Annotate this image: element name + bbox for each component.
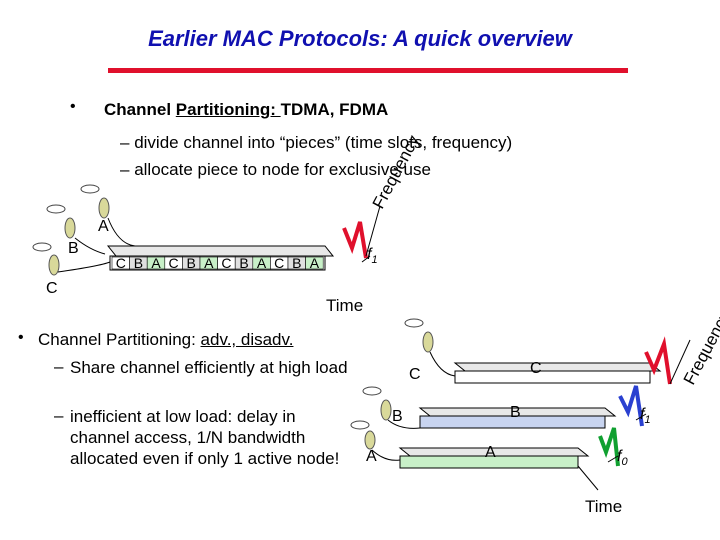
fdma-tick-f0 xyxy=(607,455,619,463)
frequency-axis xyxy=(365,205,381,257)
adv-dash-1: – xyxy=(54,357,64,376)
freq-label-f1-fdma: f1 xyxy=(640,406,651,427)
band-c xyxy=(454,370,651,384)
band-b-top xyxy=(418,407,617,417)
fdma-link-c xyxy=(429,351,456,377)
sub-point-2: – allocate piece to node for exclusive u… xyxy=(120,160,431,179)
time-slot-label: B xyxy=(239,255,248,271)
fdma-time-axis xyxy=(577,465,599,491)
time-slot-label: B xyxy=(187,255,196,271)
bullet-dot: • xyxy=(70,98,76,115)
band-c-top xyxy=(453,362,662,372)
fdma-freq-bracket-green xyxy=(598,427,620,467)
freq-tick xyxy=(361,255,371,263)
node-label-c: C xyxy=(46,280,58,297)
fdma-frequency-axis xyxy=(669,339,691,385)
phone-icon-fdma-a xyxy=(350,420,376,450)
node-label-a: A xyxy=(98,218,109,235)
freq-label-f1: f1 xyxy=(367,246,378,267)
phone-icon-a xyxy=(80,184,110,219)
fdma-link-b xyxy=(387,419,421,429)
fdma-node-label-c: C xyxy=(409,366,421,383)
band-label-a: A xyxy=(485,444,496,461)
band-a xyxy=(399,455,579,469)
phone-icon-fdma-c xyxy=(404,318,434,353)
band-label-b: B xyxy=(510,404,521,421)
frequency-axis-label-2: Frequency xyxy=(680,308,720,388)
advantage-point: Share channel efficiently at high load xyxy=(70,358,348,377)
disadvantage-point: inefficient at low load: delay in channe… xyxy=(70,407,340,468)
bullet-channel-partitioning: Channel Partitioning: TDMA, FDMA xyxy=(104,100,388,120)
title-underline xyxy=(108,68,628,73)
band-b xyxy=(419,415,606,429)
time-slot-label: A xyxy=(204,255,214,271)
fdma-node-label-a: A xyxy=(366,448,377,465)
time-slot-label: A xyxy=(257,255,267,271)
phone-icon-fdma-b xyxy=(362,386,392,421)
time-slot-label: C xyxy=(169,255,179,271)
time-slot-label: C xyxy=(221,255,231,271)
bullet-suffix: TDMA, FDMA xyxy=(280,100,389,119)
time-slot-label: B xyxy=(292,255,301,271)
node-label-b: B xyxy=(68,240,79,257)
fdma-node-label-b: B xyxy=(392,408,403,425)
frequency-bracket xyxy=(342,221,368,259)
link-b xyxy=(74,237,106,255)
time-slot-label: A xyxy=(151,255,161,271)
slot-band-top xyxy=(106,245,335,257)
bullet-adv-disadv: Channel Partitioning: adv., disadv. xyxy=(38,330,294,349)
bullet-dot-2: • xyxy=(18,329,24,346)
time-slot-label: A xyxy=(310,255,320,271)
band-a-top xyxy=(398,447,590,457)
band-label-c: C xyxy=(530,360,542,377)
fdma-freq-bracket-blue xyxy=(618,385,644,427)
fdma-link-a xyxy=(371,449,401,461)
time-slot-label: C xyxy=(274,255,284,271)
fdma-freq-bracket-red xyxy=(644,336,672,385)
bullet-underlined: Partitioning: xyxy=(175,100,281,119)
freq-label-f0-fdma: f0 xyxy=(617,448,628,469)
sub-point-1: – divide channel into “pieces” (time slo… xyxy=(120,133,513,152)
time-axis-label-2: Time xyxy=(585,497,623,516)
phone-icon-b xyxy=(46,204,76,239)
slide-title: Earlier MAC Protocols: A quick overview xyxy=(148,26,572,51)
link-c xyxy=(57,261,111,273)
phone-icon-c xyxy=(32,242,60,276)
fdma-tick-f1 xyxy=(635,413,647,421)
link-a xyxy=(107,217,136,247)
time-axis-label-1: Time xyxy=(326,296,364,315)
bullet-prefix: Channel xyxy=(104,100,176,119)
time-slot-label: B xyxy=(134,255,143,271)
time-slot xyxy=(305,256,324,270)
time-slot-label: C xyxy=(116,255,126,271)
adv-dash-2: – xyxy=(54,406,64,425)
